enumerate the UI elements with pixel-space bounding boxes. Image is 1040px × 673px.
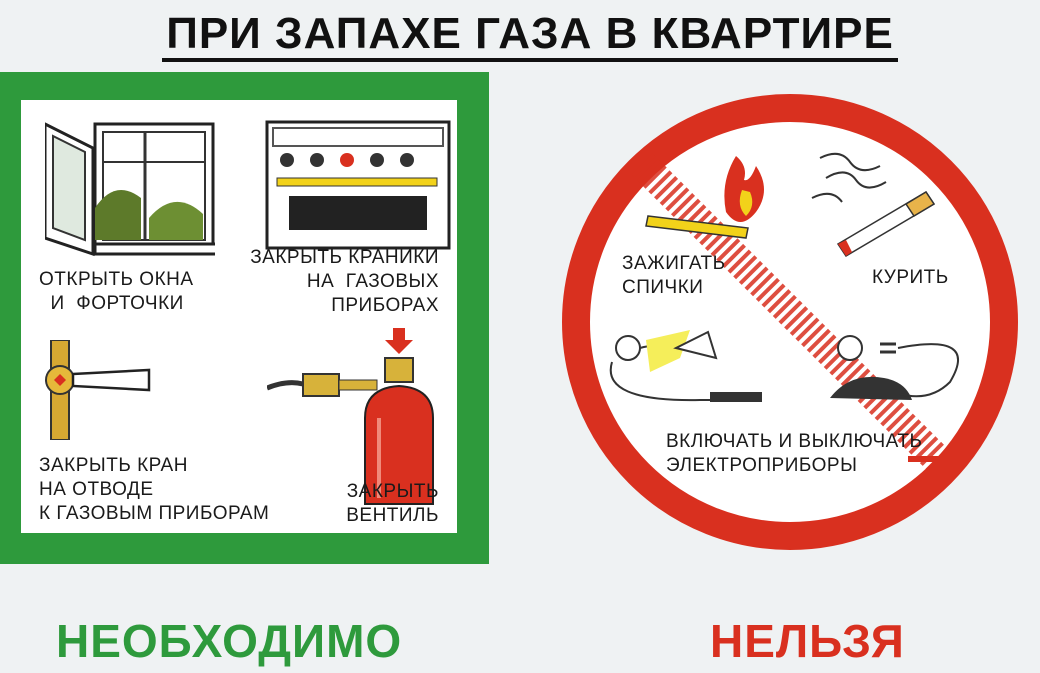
forbidden-item-label-appliances: ВКЛЮЧАТЬ И ВЫКЛЮЧАТЬ ЭЛЕКТРОПРИБОРЫ	[666, 431, 923, 476]
must-item-label-cylinder-valve: ЗАКРЫТЬ ВЕНТИЛЬ	[346, 481, 439, 526]
forbidden-item-label-smoking: КУРИТЬ	[872, 267, 949, 288]
window-icon	[45, 122, 215, 257]
cigarette-icon	[811, 152, 936, 258]
forbidden-item-label-matches: ЗАЖИГАТЬ СПИЧКИ	[622, 253, 726, 298]
prohibition-sign	[562, 94, 1018, 550]
prohibition-slash-icon	[631, 153, 951, 473]
must-item-label-stove-taps: ЗАКРЫТЬ КРАНИКИ НА ГАЗОВЫХ ПРИБОРАХ	[250, 247, 439, 316]
forbidden-heading: НЕЛЬЗЯ	[710, 615, 905, 667]
must-item-label-branch-valve: ЗАКРЫТЬ КРАН НА ОТВОДЕ К ГАЗОВЫМ ПРИБОРА…	[39, 455, 270, 524]
electric-appliances-icon	[609, 330, 960, 402]
must-heading: НЕОБХОДИМО	[56, 615, 403, 667]
gas-valve-icon	[45, 340, 151, 440]
gas-cylinder-icon	[267, 328, 434, 505]
must-do-inner: ОТКРЫТЬ ОКНА И ФОРТОЧКИ ЗАКРЫТЬ КРАНИКИ …	[21, 100, 457, 533]
must-do-panel: ОТКРЫТЬ ОКНА И ФОРТОЧКИ ЗАКРЫТЬ КРАНИКИ …	[0, 72, 489, 564]
poster-title: ПРИ ЗАПАХЕ ГАЗА В КВАРТИРЕ	[0, 6, 1040, 62]
must-item-label-windows: ОТКРЫТЬ ОКНА И ФОРТОЧКИ	[39, 269, 194, 314]
match-fire-icon	[645, 156, 764, 239]
gas-stove-icon	[265, 120, 451, 250]
